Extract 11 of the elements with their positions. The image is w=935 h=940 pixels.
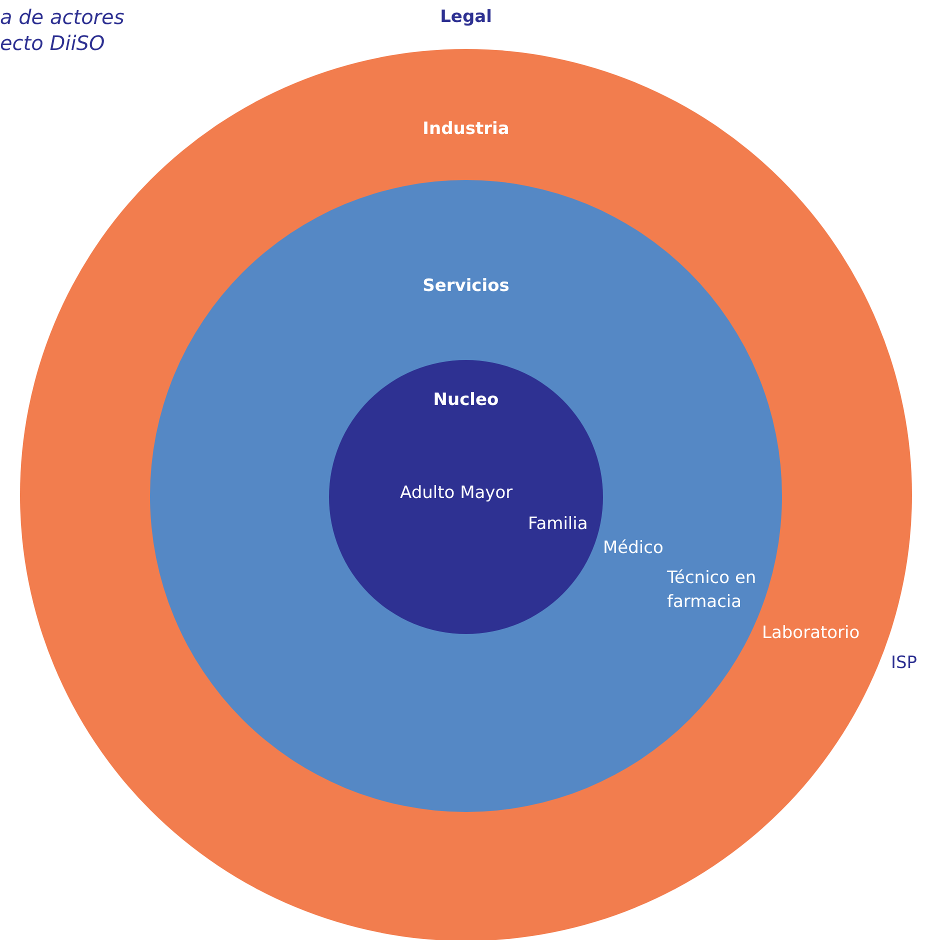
actor-label: Familia [528, 513, 588, 536]
actor-label: Legal [440, 6, 492, 29]
diagram-title: a de actores ecto DiiSO [0, 4, 126, 56]
actor-label: Laboratorio [762, 622, 860, 645]
circle-heading: Servicios [422, 276, 510, 296]
actor-label: Adulto Mayor [400, 482, 513, 505]
circle-heading: Industria [422, 119, 510, 139]
actor-label: Médico [603, 537, 664, 560]
actor-label: ISP [891, 652, 918, 675]
actor-label: Técnico en farmacia [667, 567, 758, 614]
circle-heading: Nucleo [433, 390, 499, 410]
